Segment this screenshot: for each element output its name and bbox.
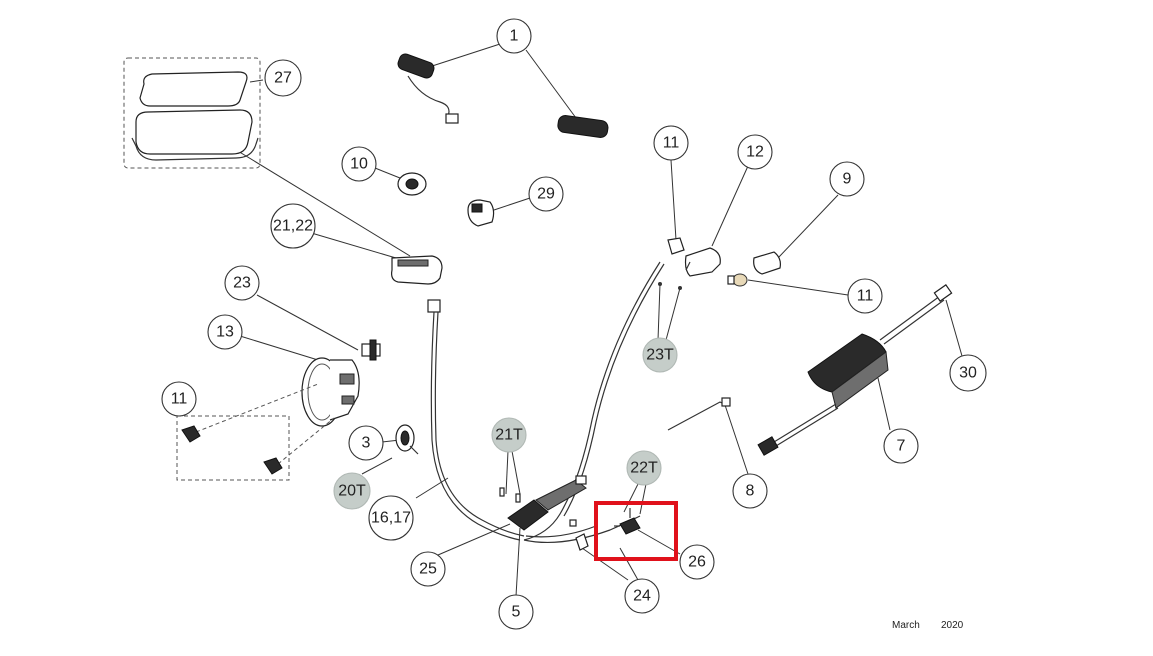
callout-10: 10	[341, 146, 377, 182]
svg-text:23: 23	[233, 275, 251, 292]
part-11-left-screws	[176, 383, 335, 481]
svg-text:13: 13	[216, 324, 234, 341]
svg-text:11: 11	[171, 391, 188, 408]
callout-23: 23	[224, 265, 260, 301]
callout-7: 7	[883, 428, 919, 464]
footer-month: March	[892, 620, 920, 631]
svg-text:20T: 20T	[338, 483, 366, 500]
footer-year: 2020	[941, 620, 964, 631]
part-24-ground	[575, 533, 589, 551]
svg-text:7: 7	[897, 438, 906, 455]
callout-16-17: 16,17	[368, 495, 414, 541]
callout-29: 29	[528, 176, 564, 212]
svg-text:22T: 22T	[630, 460, 658, 477]
callout-11-right: 11	[847, 278, 883, 314]
callout-1: 1	[496, 18, 532, 54]
callout-22t: 22T	[626, 450, 662, 486]
svg-text:9: 9	[843, 171, 852, 188]
callout-11-left: 11	[161, 381, 197, 417]
part-26-sensor	[614, 508, 641, 535]
svg-text:16,17: 16,17	[371, 510, 411, 527]
part-25-relay-box	[499, 475, 587, 531]
part-1-grips	[397, 53, 609, 138]
part-27-cover	[123, 57, 261, 169]
callout-9: 9	[829, 161, 865, 197]
part-8-cable	[667, 397, 731, 431]
svg-text:8: 8	[746, 483, 755, 500]
callout-21-22: 21,22	[270, 203, 316, 249]
callout-13: 13	[207, 314, 243, 350]
callout-labels: 1 27 10 29 21,22 11 12 9 23 11 13 23T 30…	[161, 18, 987, 630]
callout-5: 5	[498, 594, 534, 630]
callout-3: 3	[348, 425, 384, 461]
svg-text:5: 5	[512, 604, 521, 621]
svg-text:30: 30	[959, 365, 977, 382]
svg-text:10: 10	[350, 156, 368, 173]
callout-11-top: 11	[653, 125, 689, 161]
svg-text:26: 26	[688, 554, 706, 571]
svg-text:1: 1	[510, 28, 519, 45]
part-11-12-9-signal-group	[658, 237, 781, 290]
callout-27: 27	[264, 59, 302, 97]
callout-8: 8	[732, 473, 768, 509]
callout-12: 12	[737, 134, 773, 170]
svg-text:21T: 21T	[495, 427, 523, 444]
svg-text:12: 12	[746, 144, 764, 161]
svg-text:23T: 23T	[646, 347, 674, 364]
svg-text:11: 11	[663, 135, 680, 152]
svg-text:29: 29	[537, 186, 555, 203]
svg-text:11: 11	[857, 288, 874, 305]
svg-text:25: 25	[419, 561, 437, 578]
svg-text:3: 3	[362, 435, 371, 452]
part-23-bulb	[361, 339, 381, 361]
callout-30: 30	[949, 354, 987, 392]
callout-21t: 21T	[491, 417, 527, 453]
highlight-box	[594, 501, 678, 561]
svg-text:24: 24	[633, 588, 651, 605]
part-7-charger	[757, 284, 953, 456]
callout-25: 25	[410, 551, 446, 587]
part-10-switch	[397, 172, 427, 196]
part-3-horn	[395, 424, 419, 455]
callout-20t: 20T	[333, 472, 371, 510]
callout-23t: 23T	[642, 337, 678, 373]
part-29-switch-housing	[467, 199, 495, 227]
part-21-22-connector	[391, 255, 443, 285]
callout-24: 24	[624, 578, 660, 614]
leader-lines	[227, 43, 963, 597]
svg-text:21,22: 21,22	[273, 218, 313, 235]
callout-26: 26	[679, 544, 715, 580]
svg-text:27: 27	[274, 70, 292, 87]
part-13-headlight	[301, 357, 360, 427]
